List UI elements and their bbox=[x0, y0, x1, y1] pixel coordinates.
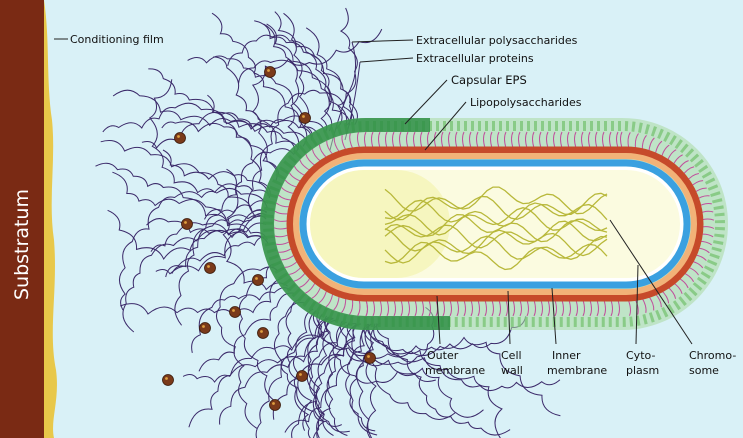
bottom-labels: Outer membrane Cell wall Inner membrane … bbox=[425, 349, 736, 377]
label-cell-wall-1: Cell bbox=[501, 349, 522, 362]
label-cytoplasm-1: Cyto- bbox=[626, 349, 655, 362]
label-outer-membrane-1: Outer bbox=[427, 349, 459, 362]
label-extracellular-polysaccharides: Extracellular polysaccharides bbox=[416, 34, 578, 47]
label-cytoplasm-2: plasm bbox=[626, 364, 659, 377]
conditioning-film bbox=[44, 0, 57, 438]
label-extracellular-proteins: Extracellular proteins bbox=[416, 52, 534, 65]
label-outer-membrane-2: membrane bbox=[425, 364, 485, 377]
label-chromosome-2: some bbox=[689, 364, 719, 377]
label-inner-membrane-2: membrane bbox=[547, 364, 607, 377]
label-conditioning-film: Conditioning film bbox=[70, 33, 164, 46]
label-chromosome-1: Chromo- bbox=[689, 349, 736, 362]
label-capsular-eps: Capsular EPS bbox=[451, 73, 527, 87]
label-lipopolysaccharides: Lipopolysaccharides bbox=[470, 96, 582, 109]
label-inner-membrane-1: Inner bbox=[552, 349, 581, 362]
label-cell-wall-2: wall bbox=[501, 364, 523, 377]
substratum-label: Substratum bbox=[11, 189, 33, 300]
